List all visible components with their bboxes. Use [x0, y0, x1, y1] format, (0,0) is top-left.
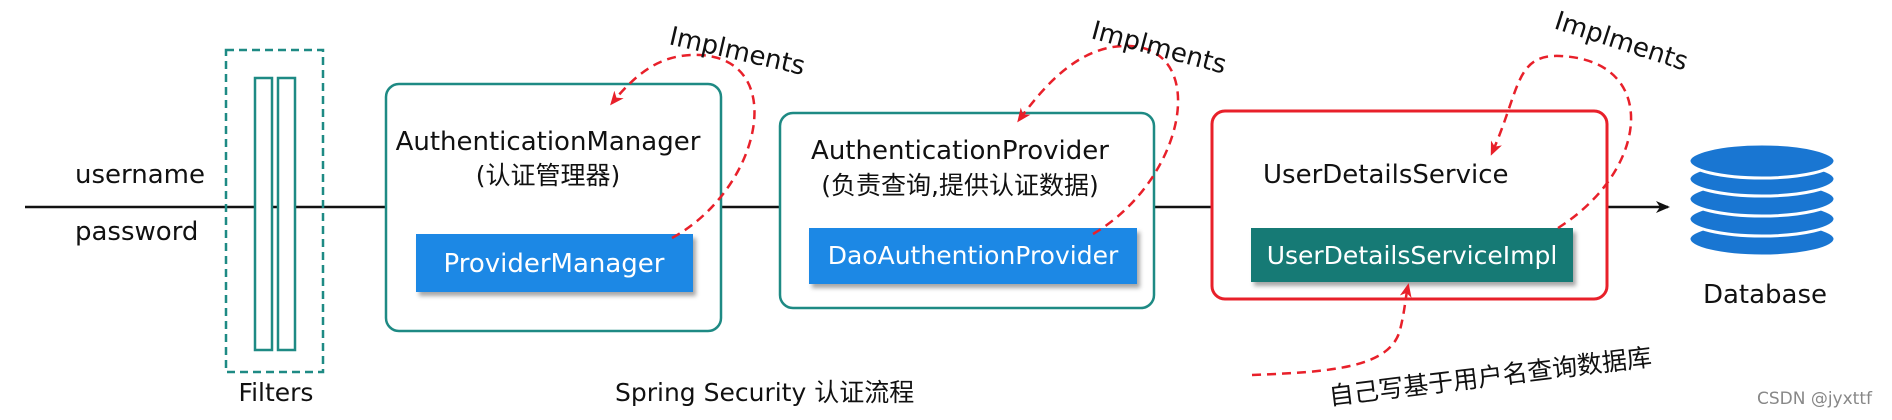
filters-dashed-box: [224, 48, 325, 374]
database-label: Database: [1703, 280, 1827, 310]
implements-label-service: Implments: [1551, 6, 1692, 77]
dao-authention-provider-box: [809, 228, 1137, 284]
authentication-provider-title: AuthenticationProvider: [811, 136, 1109, 166]
authentication-manager-box: [384, 82, 723, 333]
implements-curve-service: [1490, 54, 1633, 230]
top-strip: [0, 0, 1892, 6]
provider-manager-label: ProviderManager: [443, 249, 664, 279]
database-icon: [1687, 142, 1837, 258]
implements-label-provider: Implments: [1088, 16, 1229, 81]
filters-group: Filters: [224, 48, 325, 407]
note-arrow: [1251, 283, 1412, 377]
implements-curve-provider: [1017, 44, 1180, 236]
custom-query-note: 自己写基于用户名查询数据库: [1327, 343, 1653, 411]
csdn-watermark: CSDN @jyxttf: [1757, 389, 1873, 409]
diagram-caption: Spring Security 认证流程: [615, 378, 914, 407]
username-label: username: [75, 160, 205, 190]
filters-label: Filters: [239, 378, 314, 407]
authentication-provider-subtitle: (负责查询,提供认证数据): [821, 171, 1098, 200]
provider-manager-box: [416, 234, 693, 292]
authentication-provider-group: AuthenticationProvider (负责查询,提供认证数据) Dao…: [778, 111, 1156, 310]
dao-authention-provider-label: DaoAuthentionProvider: [828, 241, 1119, 270]
user-details-service-impl-label: UserDetailsServiceImpl: [1267, 241, 1558, 270]
filter-bar-2: [276, 76, 297, 352]
implements-curve-manager: [610, 53, 756, 240]
authentication-manager-title: AuthenticationManager: [396, 127, 701, 157]
user-details-service-impl-box: [1251, 228, 1573, 282]
user-details-service-title: UserDetailsService: [1263, 160, 1509, 190]
password-label: password: [75, 217, 198, 247]
authentication-manager-group: AuthenticationManager (认证管理器) ProviderMa…: [384, 82, 723, 333]
authentication-manager-subtitle: (认证管理器): [476, 161, 621, 190]
implements-label-manager: Implments: [666, 22, 807, 82]
filter-bar-1: [253, 76, 274, 352]
user-details-service-group: UserDetailsService UserDetailsServiceImp…: [1210, 109, 1609, 301]
